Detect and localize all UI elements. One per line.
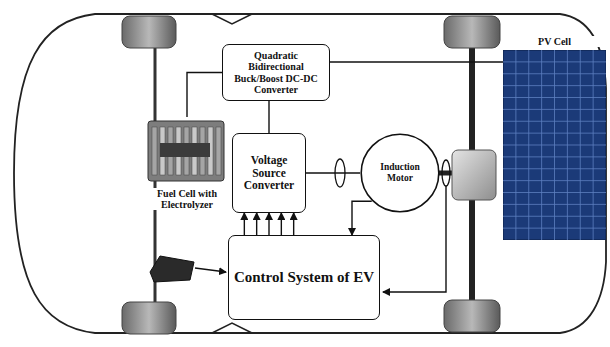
connector	[352, 201, 372, 235]
pedal-signal-line	[195, 268, 226, 272]
connector-line	[293, 213, 294, 235]
connector	[187, 73, 222, 118]
cell-grid	[503, 204, 606, 205]
motor-circle: Induction Motor	[360, 133, 440, 213]
stack-plate	[152, 127, 157, 175]
cell-grid	[503, 85, 606, 86]
body-notch	[212, 14, 252, 24]
wheel	[444, 16, 500, 48]
node-label: Fuel Cell with Electrolyzer	[146, 188, 228, 210]
stack-body	[148, 121, 224, 181]
connector-line	[330, 61, 503, 62]
connector-line	[306, 172, 360, 173]
connector-line	[268, 213, 269, 235]
cell-grid	[503, 145, 606, 146]
motor-outline	[361, 134, 439, 212]
accelerator-pedal	[150, 256, 194, 282]
fuel-cell-stack	[146, 117, 228, 185]
node-label: PV Cell	[503, 36, 606, 47]
wheel	[444, 300, 500, 332]
panel-face	[503, 50, 606, 240]
wheel	[122, 16, 176, 48]
connector	[244, 213, 293, 235]
cell-grid	[503, 62, 606, 63]
stack-band	[160, 143, 210, 157]
fuel-cell: Fuel Cell with Electrolyzer	[146, 117, 228, 210]
speed-sensor	[442, 160, 450, 186]
cell-grid	[503, 180, 606, 181]
cell-grid	[503, 228, 606, 229]
connector-line	[256, 213, 257, 235]
stack-plate	[216, 127, 221, 175]
cell-grid	[503, 192, 606, 193]
connector-line	[352, 201, 372, 235]
converter-box: Voltage Source Converter	[232, 133, 306, 213]
cell-grid	[503, 133, 606, 134]
connector	[306, 173, 360, 174]
pv-panel-grid	[503, 50, 606, 240]
connector-line	[281, 213, 282, 235]
cell-grid	[503, 157, 606, 158]
body-notch	[212, 323, 252, 333]
pv-panel: PV Cell	[503, 36, 606, 240]
converter-box: Quadratic Bidirectional Buck/Boost DC-DC…	[222, 44, 330, 101]
node-label: Control System of EV	[234, 269, 374, 286]
connector-line	[244, 213, 245, 235]
connector	[269, 101, 270, 133]
node-label: Quadratic Bidirectional Buck/Boost DC-DC…	[227, 50, 325, 95]
car-body-outline	[14, 14, 606, 333]
cell-grid	[503, 97, 606, 98]
connector	[330, 62, 503, 63]
connector-line	[268, 101, 269, 133]
cell-grid	[503, 73, 606, 74]
cell-grid	[503, 121, 606, 122]
node-label: Induction Motor	[368, 162, 432, 183]
cell-grid	[503, 109, 606, 110]
differential	[452, 150, 496, 200]
control-box: Control System of EV	[228, 235, 380, 320]
node-label: Voltage Source Converter	[237, 154, 301, 193]
connector-line	[187, 73, 222, 118]
wheel	[122, 302, 176, 334]
cell-grid	[503, 216, 606, 217]
cell-grid	[503, 168, 606, 169]
